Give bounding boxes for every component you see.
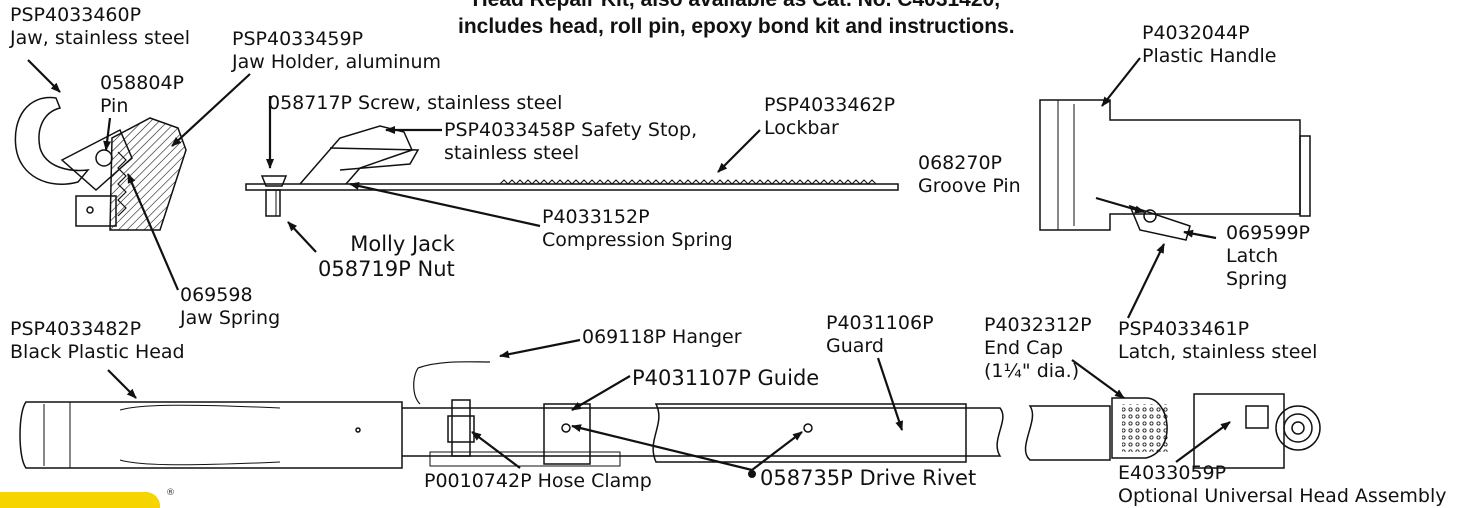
label-hose-clamp-text: P0010742P Hose Clamp [424,470,652,492]
latch-spring-leader [1183,229,1217,240]
label-latch-spring-line3: Spring [1226,268,1288,290]
label-molly-jack: Molly Jack 058719P Nut [318,232,455,282]
repair-kit-note-line1: Head Repair Kit, also available as Cat. … [458,0,1015,13]
label-groove-pin-code: 068270P [918,152,1002,174]
label-jaw-spring-code: 069598 [180,284,253,306]
head-drawing [19,401,403,469]
universal-head-leader [1175,421,1231,463]
jaw-leader [27,59,61,93]
label-pin-desc: Pin [100,95,129,117]
jaw-spring-leader [126,173,180,291]
repair-kit-note-line2: includes head, roll pin, epoxy bond kit … [458,15,1015,38]
label-drive-rivet-text: 058735P Drive Rivet [760,466,977,490]
label-guard-code: P4031106P [826,312,934,334]
lockbar-drawing [245,125,899,217]
compression-spring-leader [349,182,541,228]
label-jaw-code: PSP4033460P [10,4,142,26]
universal-head-drawing [1193,393,1321,469]
label-handle-desc: Plastic Handle [1142,45,1277,67]
label-guide-text: P4031107P Guide [632,366,820,390]
jaw-holder-drawing [75,117,187,231]
jaw-holder-leader [171,73,251,147]
label-latch-code: PSP4033461P [1118,318,1250,340]
guard-leader [876,357,904,431]
label-molly-jack-line1: Molly Jack [350,232,455,256]
label-jaw: PSP4033460P Jaw, stainless steel [10,4,190,50]
label-latch-spring-line2: Latch [1226,245,1279,267]
hose-clamp-leader [471,431,521,469]
label-universal-head: E4033059P Optional Universal Head Assemb… [1118,462,1447,508]
label-groove-pin: 068270P Groove Pin [918,152,1021,198]
label-end-cap-line2: End Cap [984,337,1064,359]
label-safety-stop-line1: PSP4033458P Safety Stop, [444,119,698,141]
label-hanger: 069118P Hanger [582,326,742,349]
label-guard: P4031106P Guard [826,312,934,358]
label-compression-spring-desc: Compression Spring [542,229,733,251]
drive-rivet-junction [748,470,756,478]
guide-leader [571,375,631,411]
registered-mark: ® [166,488,175,498]
label-head-desc: Black Plastic Head [10,341,185,363]
drive-rivet-leader-a [571,424,753,472]
handle-drawing [1039,99,1311,241]
label-latch-spring-code: 069599P [1226,222,1310,244]
pin-leader [103,117,112,151]
label-lockbar-desc: Lockbar [764,117,839,139]
label-end-cap-line3: (1¼" dia.) [984,360,1080,382]
guide-drawing [543,403,591,465]
hanger-leader [499,338,581,359]
label-universal-head-desc: Optional Universal Head Assembly [1118,485,1447,507]
label-jaw-spring-desc: Jaw Spring [180,307,281,329]
label-compression-spring: P4033152P Compression Spring [542,206,733,252]
label-latch: PSP4033461P Latch, stainless steel [1118,318,1317,364]
label-jaw-holder-code: PSP4033459P [232,28,364,50]
lockbar-leader [717,129,761,173]
label-guide: P4031107P Guide [632,366,819,391]
label-jaw-holder-desc: Jaw Holder, aluminum [232,51,441,73]
end-cap-leader [1071,359,1125,399]
label-end-cap: P4032312P End Cap (1¼" dia.) [984,314,1092,383]
repair-kit-note: Head Repair Kit, also available as Cat. … [458,0,1015,40]
label-head: PSP4033482P Black Plastic Head [10,318,185,364]
label-jaw-spring: 069598 Jaw Spring [180,284,280,330]
groove-pin-leader [1095,196,1145,214]
label-pin: 058804P Pin [100,72,184,118]
latch-leader [1127,243,1165,319]
label-hanger-text: 069118P Hanger [582,326,742,348]
label-jaw-holder: PSP4033459P Jaw Holder, aluminum [232,28,441,74]
label-lockbar-code: PSP4033462P [764,94,896,116]
label-guard-desc: Guard [826,335,884,357]
label-handle: P4032044P Plastic Handle [1142,22,1277,68]
label-end-cap-code: P4032312P [984,314,1092,336]
label-molly-jack-line2: 058719P Nut [318,257,455,281]
shaft-drawing [402,361,1111,467]
label-screw: 058717P Screw, stainless steel [268,92,562,115]
label-latch-desc: Latch, stainless steel [1118,341,1318,363]
brand-logo [0,492,160,508]
head-leader [107,369,137,399]
molly-jack-leader [287,221,317,253]
label-pin-code: 058804P [100,72,184,94]
guard-drawing [652,403,967,463]
label-safety-stop: PSP4033458P Safety Stop, stainless steel [444,119,697,165]
label-lockbar: PSP4033462P Lockbar [764,94,895,140]
handle-leader [1101,57,1141,107]
label-hose-clamp: P0010742P Hose Clamp [424,470,652,493]
drive-rivet-leader-b [751,431,803,471]
end-cap-drawing [1111,397,1168,459]
label-screw-text: 058717P Screw, stainless steel [268,92,563,114]
label-drive-rivet: 058735P Drive Rivet [760,466,976,491]
leader-lines [27,57,1231,472]
label-jaw-desc: Jaw, stainless steel [10,27,190,49]
label-universal-head-code: E4033059P [1118,462,1227,484]
label-handle-code: P4032044P [1142,22,1250,44]
label-groove-pin-desc: Groove Pin [918,175,1021,197]
label-head-code: PSP4033482P [10,318,142,340]
label-compression-spring-code: P4033152P [542,206,650,228]
label-latch-spring: 069599P Latch Spring [1226,222,1310,291]
label-safety-stop-line2: stainless steel [444,142,580,164]
